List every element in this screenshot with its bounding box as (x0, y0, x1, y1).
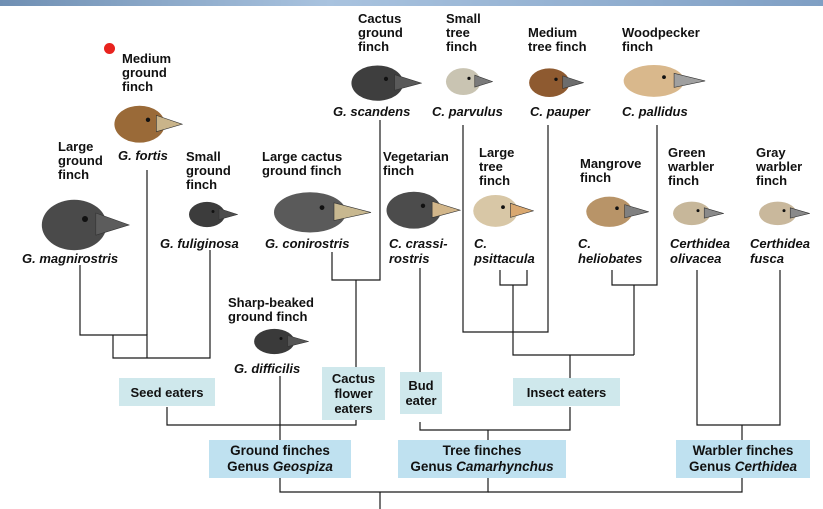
latin-name-c-pauper: C. pauper (530, 104, 590, 119)
finch-eye-shape (421, 204, 425, 208)
finch-head-c-heliobates (585, 192, 649, 228)
finch-beak-shape (96, 213, 129, 235)
finch-head-g-magnirostris (40, 192, 130, 252)
finch-head-g-difficilis (253, 325, 309, 355)
finch-head-g-conirostris (272, 186, 372, 234)
latin-name-g-magnirostris: G. magnirostris (22, 251, 118, 266)
finch-beak-shape (625, 205, 649, 218)
genus-tree-subtitle: Genus Camarhynchus (410, 459, 553, 475)
common-name-g-difficilis: Sharp-beaked ground finch (228, 296, 314, 324)
finch-beak-shape (563, 76, 584, 89)
finch-head-certhidea-olivacea (672, 198, 724, 226)
diet-box-insect-eaters: Insect eaters (513, 378, 620, 406)
latin-name-c-heliobates: C. heliobates (578, 236, 642, 266)
finch-head-g-fortis (113, 100, 183, 144)
latin-name-g-conirostris: G. conirostris (265, 236, 350, 251)
finch-beak-shape (432, 201, 460, 217)
finch-eye-shape (554, 78, 557, 81)
genus-box-ground-finches: Ground finches Genus Geospiza (209, 440, 351, 478)
finch-eye-shape (783, 209, 786, 212)
diet-box-bud-eater: Bud eater (400, 372, 442, 414)
common-name-c-pauper: Medium tree finch (528, 26, 587, 54)
finch-beak-shape (334, 203, 371, 221)
common-name-c-psittacula: Large tree finch (479, 146, 514, 188)
genus-tree-title: Tree finches (443, 443, 522, 459)
diet-box-seed-eaters: Seed eaters (119, 378, 215, 406)
finch-head-g-fuliginosa (188, 198, 238, 228)
latin-name-certhidea-olivacea: Certhidea olivacea (670, 236, 730, 266)
common-name-c-parvulus: Small tree finch (446, 12, 481, 54)
common-name-c-pallidus: Woodpecker finch (622, 26, 700, 54)
finch-eye-shape (697, 209, 700, 212)
latin-name-c-pallidus: C. pallidus (622, 104, 688, 119)
finch-head-certhidea-fusca (758, 198, 810, 226)
finch-eye-shape (320, 205, 325, 210)
finch-eye-shape (384, 77, 388, 81)
finch-beak-shape (288, 336, 309, 347)
finch-eye-shape (615, 206, 619, 210)
latin-name-g-difficilis: G. difficilis (234, 361, 300, 376)
finch-beak-shape (395, 75, 422, 91)
common-name-certhidea-olivacea: Green warbler finch (668, 146, 714, 188)
common-name-g-magnirostris: Large ground finch (58, 140, 103, 182)
genus-ground-title: Ground finches (230, 443, 330, 459)
latin-name-c-psittacula: C. psittacula (474, 236, 535, 266)
finch-beak-shape (704, 208, 723, 218)
latin-name-g-fortis: G. fortis (118, 148, 168, 163)
finch-beak-shape (475, 75, 493, 87)
finch-eye-shape (501, 205, 505, 209)
latin-name-c-crassirostris: C. crassi- rostris (389, 236, 448, 266)
latin-name-certhidea-fusca: Certhidea fusca (750, 236, 810, 266)
common-name-g-conirostris: Large cactus ground finch (262, 150, 342, 178)
common-name-g-fortis: Medium ground finch (122, 52, 171, 94)
genus-box-warbler-finches: Warbler finches Genus Certhidea (676, 440, 810, 478)
finch-head-c-pallidus (622, 60, 706, 98)
finch-head-g-scandens (350, 60, 422, 102)
common-name-c-crassirostris: Vegetarian finch (383, 150, 449, 178)
finch-head-c-psittacula (472, 190, 534, 228)
common-name-g-scandens: Cactus ground finch (358, 12, 403, 54)
latin-name-g-fuliginosa: G. fuliginosa (160, 236, 239, 251)
latin-name-g-scandens: G. scandens (333, 104, 410, 119)
diet-box-cactus-flower-eaters: Cactus flower eaters (322, 367, 385, 420)
finch-eye-shape (146, 118, 150, 122)
finch-beak-shape (790, 208, 809, 218)
genus-ground-subtitle: Genus Geospiza (227, 459, 333, 475)
finch-head-c-pauper (528, 64, 584, 98)
genus-warbler-title: Warbler finches (693, 443, 794, 459)
common-name-g-fuliginosa: Small ground finch (186, 150, 231, 192)
finch-head-c-parvulus (445, 64, 493, 96)
finch-beak-shape (219, 209, 238, 220)
finch-eye-shape (82, 216, 88, 222)
finch-beak-shape (510, 203, 533, 217)
genus-warbler-subtitle: Genus Certhidea (689, 459, 797, 475)
genus-box-tree-finches: Tree finches Genus Camarhynchus (398, 440, 566, 478)
finch-eye-shape (467, 77, 470, 80)
common-name-certhidea-fusca: Gray warbler finch (756, 146, 802, 188)
common-name-c-heliobates: Mangrove finch (580, 157, 641, 185)
finch-beak-shape (156, 115, 182, 131)
finch-head-c-crassirostris (385, 186, 461, 230)
latin-name-c-parvulus: C. parvulus (432, 104, 503, 119)
finch-beak-shape (674, 73, 705, 87)
finch-eye-shape (212, 210, 215, 213)
finch-eye-shape (280, 337, 283, 340)
highlight-marker-dot (104, 43, 115, 54)
finch-eye-shape (662, 75, 666, 79)
